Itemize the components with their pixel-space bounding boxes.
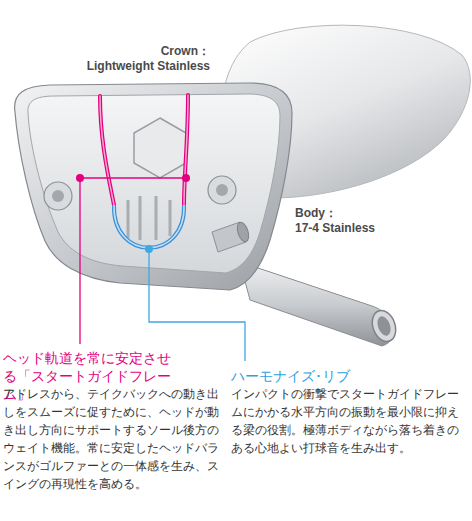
harmonize-rib — [114, 205, 184, 248]
hex-weight — [134, 118, 186, 178]
material-name: Lightweight Stainless — [40, 59, 210, 74]
sole-ribs — [128, 196, 170, 240]
feature-heading: ハーモナイズ･リブ — [231, 367, 408, 385]
leader-line — [145, 245, 245, 361]
material-name: 17-4 Stainless — [295, 221, 445, 236]
side-port — [212, 221, 251, 252]
feature-description: アドレスから、テイクバックへの動き出しをスムーズに促すために、ヘッドが動き出し方… — [3, 385, 224, 493]
leader-line — [76, 174, 190, 344]
part-name: Body： — [295, 206, 445, 221]
start-guide-frame — [100, 95, 188, 205]
hosel — [240, 262, 393, 346]
part-name: Crown： — [80, 44, 210, 59]
hosel-bore — [368, 307, 400, 345]
feature-description: インパクトの衝撃でスタートガイドフレームにかかる水平方向の振動を最小限に抑える梁… — [231, 385, 467, 457]
body-cavity — [28, 94, 280, 273]
body-shell — [15, 83, 292, 290]
